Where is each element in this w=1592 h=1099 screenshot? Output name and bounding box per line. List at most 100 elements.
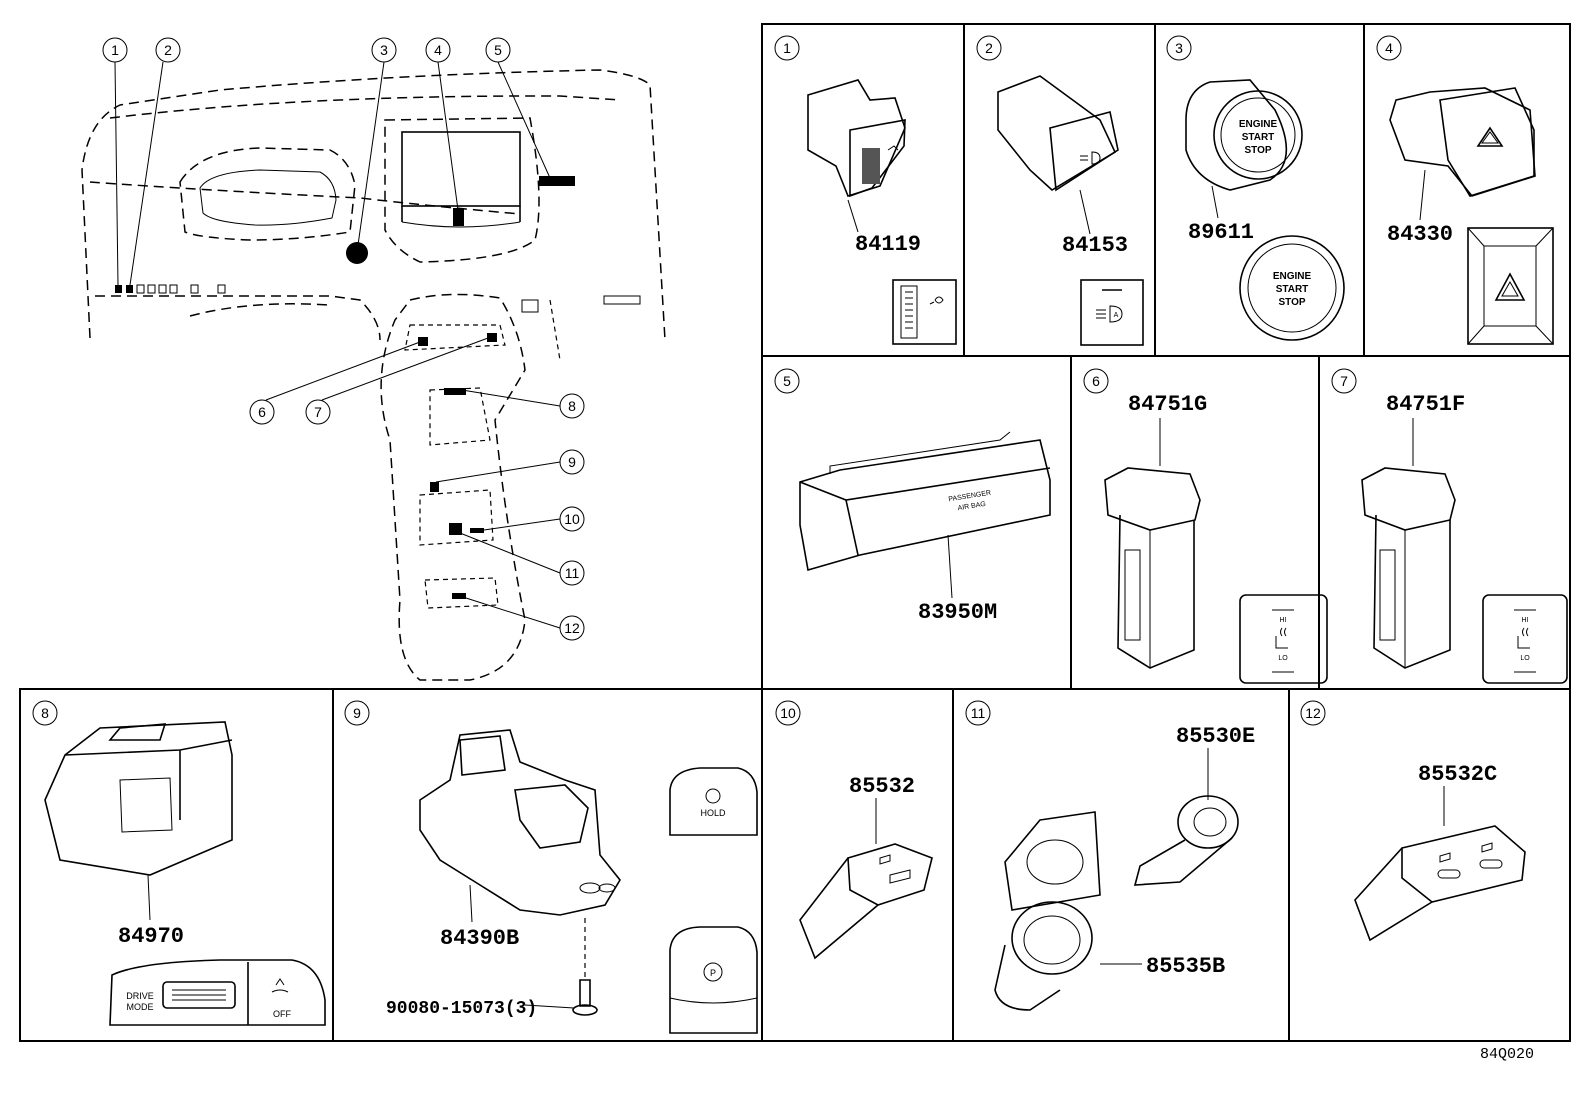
part-number-89611: 89611 [1188, 220, 1254, 245]
svg-text:HI: HI [1280, 617, 1287, 624]
overview-callout-1: 1 [102, 37, 128, 286]
svg-text:3: 3 [1175, 40, 1183, 56]
part-number-84119: 84119 [855, 232, 921, 257]
outlet-cover-drawing [994, 811, 1142, 1011]
switch-84153-drawing [997, 75, 1119, 235]
svg-text:OFF: OFF [273, 1009, 291, 1019]
svg-text:9: 9 [353, 705, 361, 721]
part-number-83950M: 83950M [918, 600, 997, 625]
engine-start-button-drawing: ENGINE START STOP [1185, 79, 1303, 219]
svg-text:6: 6 [258, 404, 266, 420]
overview-callouts: 1 2 3 4 5 6 7 [102, 37, 585, 641]
svg-text:5: 5 [494, 42, 502, 58]
svg-text:7: 7 [1340, 373, 1348, 389]
svg-text:P: P [710, 968, 716, 978]
svg-text:LO: LO [1520, 655, 1530, 662]
panel-7: 7 84751F HI LO [1331, 368, 1568, 684]
overview-callout-5: 5 [485, 37, 551, 179]
overview-callout-8: 8 [461, 389, 585, 419]
svg-text:8: 8 [568, 398, 576, 414]
headlamp-leveling-face-icon: A [1080, 279, 1144, 346]
svg-text:LO: LO [1278, 655, 1288, 662]
svg-text:ENGINE: ENGINE [1273, 271, 1312, 282]
seat-heater-switch-drawing-2 [1361, 418, 1456, 669]
part-number-84330: 84330 [1387, 222, 1453, 247]
overview-callout-2: 2 [129, 37, 181, 286]
switch-84119-drawing [807, 79, 906, 233]
panel-12: 12 85532C [1300, 700, 1526, 942]
svg-text:9: 9 [568, 454, 576, 470]
part-number-85532: 85532 [849, 774, 915, 799]
overview-callout-4: 4 [425, 37, 459, 211]
svg-text:4: 4 [1385, 40, 1393, 56]
svg-text:ENGINE: ENGINE [1239, 119, 1278, 130]
parking-brake-face-icon: P [669, 926, 758, 1034]
seat-heater-face-icon-6: HI LO [1239, 594, 1328, 684]
engine-start-face-icon: ENGINE START STOP [1239, 235, 1345, 341]
svg-text:12: 12 [1305, 705, 1321, 721]
dimmer-switch-face-icon [892, 279, 957, 345]
svg-text:MODE: MODE [127, 1002, 154, 1012]
panel-6: 6 84751G HI LO [1083, 368, 1328, 684]
overview-callout-12: 12 [465, 597, 585, 641]
panel-9: 9 84390B 90080-15073(3) HOLD P [344, 700, 758, 1034]
usb-port-drawing [799, 798, 933, 960]
panel-5: 5 PASSENGER AIR BAG 83950M [774, 368, 1051, 625]
svg-text:HOLD: HOLD [700, 808, 726, 818]
svg-text:7: 7 [314, 404, 322, 420]
panel-8: 8 84970 DRIVE MODE OFF [32, 700, 326, 1026]
svg-text:3: 3 [380, 42, 388, 58]
part-number-84390B: 84390B [440, 926, 519, 951]
svg-text:STOP: STOP [1278, 297, 1305, 308]
svg-text:5: 5 [783, 373, 791, 389]
svg-text:11: 11 [565, 565, 580, 581]
panel-grid [19, 23, 1571, 1042]
overview-callout-9: 9 [435, 449, 585, 483]
panel-10: 10 85532 [775, 700, 933, 960]
power-outlet-drawing [1133, 748, 1239, 886]
panel-1: 1 84119 [774, 35, 957, 345]
overview-callout-3: 3 [357, 37, 397, 246]
panel-2: 2 84153 A [976, 35, 1144, 346]
part-number-84153: 84153 [1062, 233, 1128, 258]
svg-text:10: 10 [780, 705, 796, 721]
drive-mode-switch-drawing [44, 721, 233, 921]
panel-3: 3 ENGINE START STOP 89611 ENGINE START S… [1166, 35, 1345, 341]
part-number-85535B: 85535B [1146, 954, 1225, 979]
diagram-code: 84Q020 [1479, 1046, 1534, 1063]
part-number-84751F: 84751F [1386, 392, 1465, 417]
hold-face-icon: HOLD [669, 767, 758, 836]
part-number-84970: 84970 [118, 924, 184, 949]
svg-text:START: START [1242, 132, 1275, 143]
svg-text:11: 11 [971, 705, 986, 721]
parking-brake-switch-drawing [419, 729, 621, 1016]
svg-text:12: 12 [564, 620, 580, 636]
svg-text:6: 6 [1092, 373, 1100, 389]
part-number-85532C: 85532C [1418, 762, 1497, 787]
svg-text:STOP: STOP [1244, 145, 1271, 156]
airbag-indicator-drawing: PASSENGER AIR BAG [799, 431, 1051, 599]
svg-text:A: A [1114, 312, 1119, 319]
svg-text:AIR BAG: AIR BAG [957, 501, 986, 512]
drive-mode-face-icon: DRIVE MODE OFF [109, 959, 326, 1026]
svg-text:2: 2 [985, 40, 993, 56]
hazard-face-icon [1467, 227, 1554, 345]
svg-text:1: 1 [111, 42, 119, 58]
hazard-switch-drawing [1389, 87, 1536, 221]
dual-usb-port-drawing [1354, 786, 1526, 942]
dashboard-overview [81, 69, 666, 681]
part-number-90080-15073: 90080-15073(3) [386, 999, 537, 1019]
overview-callout-7: 7 [305, 337, 489, 425]
overview-callout-6: 6 [249, 341, 421, 425]
svg-text:2: 2 [164, 42, 172, 58]
svg-text:DRIVE: DRIVE [126, 991, 154, 1001]
svg-text:10: 10 [564, 511, 580, 527]
svg-text:START: START [1276, 284, 1309, 295]
overview-callout-11: 11 [459, 532, 585, 586]
svg-text:HI: HI [1522, 617, 1529, 624]
seat-heater-face-icon-7: HI LO [1482, 594, 1568, 684]
svg-text:8: 8 [41, 705, 49, 721]
svg-text:1: 1 [783, 40, 791, 56]
svg-text:4: 4 [434, 42, 442, 58]
